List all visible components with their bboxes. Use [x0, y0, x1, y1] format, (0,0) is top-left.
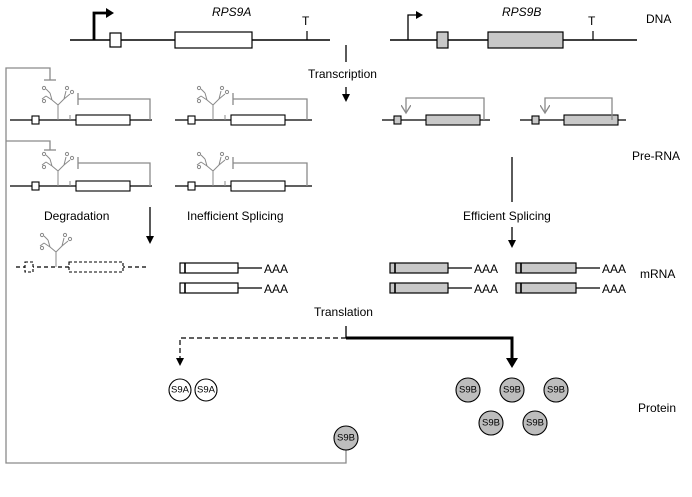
- rps9b-exon-1: [436, 31, 449, 49]
- rps9b-mrna-1: AAA: [389, 262, 498, 276]
- process-label-inefficient-splicing: Inefficient Splicing: [187, 209, 284, 223]
- protein-s9b: S9B: [522, 410, 548, 436]
- protein-s9b: S9B: [543, 377, 569, 403]
- svg-text:S9A: S9A: [171, 385, 190, 396]
- stage-label-pre-rna: Pre-RNA: [632, 149, 680, 163]
- translation-arrow-weak: [179, 337, 346, 362]
- protein-s9a: S9A: [194, 378, 218, 402]
- rps9b-gene: RPS9B T: [390, 5, 637, 49]
- rps9a-promoter-arrow: [92, 8, 114, 40]
- svg-text:S9B: S9B: [482, 418, 500, 429]
- stage-label-protein: Protein: [638, 401, 676, 415]
- rps9a-pre-rna-1: [10, 85, 152, 126]
- rps9b-exon-2: [487, 31, 564, 49]
- degraded-rna: [16, 232, 146, 273]
- stage-label-mrna: mRNA: [640, 267, 675, 281]
- rps9a-exon-2: [174, 31, 253, 49]
- poly-a-tail: AAA: [474, 282, 498, 296]
- protein-s9b-feedback: S9B: [333, 425, 359, 451]
- protein-s9b: S9B: [478, 410, 504, 436]
- rps9b-promoter-arrow: [407, 11, 423, 40]
- protein-s9b: S9B: [455, 377, 481, 403]
- rps9a-exon-1: [109, 32, 122, 48]
- rps9b-pre-rna-2: [520, 97, 626, 126]
- rps9a-mrna-2: AAA: [179, 282, 288, 296]
- poly-a-tail: AAA: [602, 262, 626, 276]
- poly-a-tail: AAA: [474, 262, 498, 276]
- rps9b-terminator: T: [588, 14, 596, 28]
- svg-text:S9B: S9B: [503, 385, 521, 396]
- stage-label-dna: DNA: [646, 12, 671, 26]
- svg-text:S9A: S9A: [197, 385, 216, 396]
- translation-arrow-strong: [346, 336, 514, 360]
- svg-text:S9B: S9B: [337, 433, 355, 444]
- rps9a-pre-rna-3: [10, 151, 152, 192]
- rps9b-pre-rna-1: [382, 97, 490, 126]
- protein-s9b: S9B: [499, 377, 525, 403]
- rps9b-mrna-4: AAA: [515, 282, 626, 296]
- protein-s9a: S9A: [168, 378, 192, 402]
- rps9a-gene: RPS9A T: [70, 5, 330, 49]
- rps9a-gene-name: RPS9A: [212, 5, 251, 19]
- rps9a-pre-rna-2: [175, 85, 312, 126]
- process-label-efficient-splicing: Efficient Splicing: [463, 209, 551, 223]
- process-label-transcription: Transcription: [308, 67, 377, 81]
- process-label-degradation: Degradation: [44, 209, 109, 223]
- svg-text:S9B: S9B: [547, 385, 565, 396]
- feedback-inhibition-loop: [5, 67, 347, 464]
- poly-a-tail: AAA: [602, 282, 626, 296]
- rps9b-gene-name: RPS9B: [502, 5, 541, 19]
- rps9a-pre-rna-4: [175, 151, 312, 192]
- svg-text:S9B: S9B: [526, 418, 544, 429]
- rps9a-mrna-1: AAA: [179, 262, 288, 276]
- poly-a-tail: AAA: [264, 262, 288, 276]
- svg-text:S9B: S9B: [459, 385, 477, 396]
- poly-a-tail: AAA: [264, 282, 288, 296]
- rna-stem-loop-structure: [41, 85, 75, 120]
- process-label-translation: Translation: [314, 305, 373, 319]
- rps9a-terminator: T: [302, 14, 310, 28]
- rps9b-mrna-2: AAA: [389, 282, 498, 296]
- rps9b-mrna-3: AAA: [515, 262, 626, 276]
